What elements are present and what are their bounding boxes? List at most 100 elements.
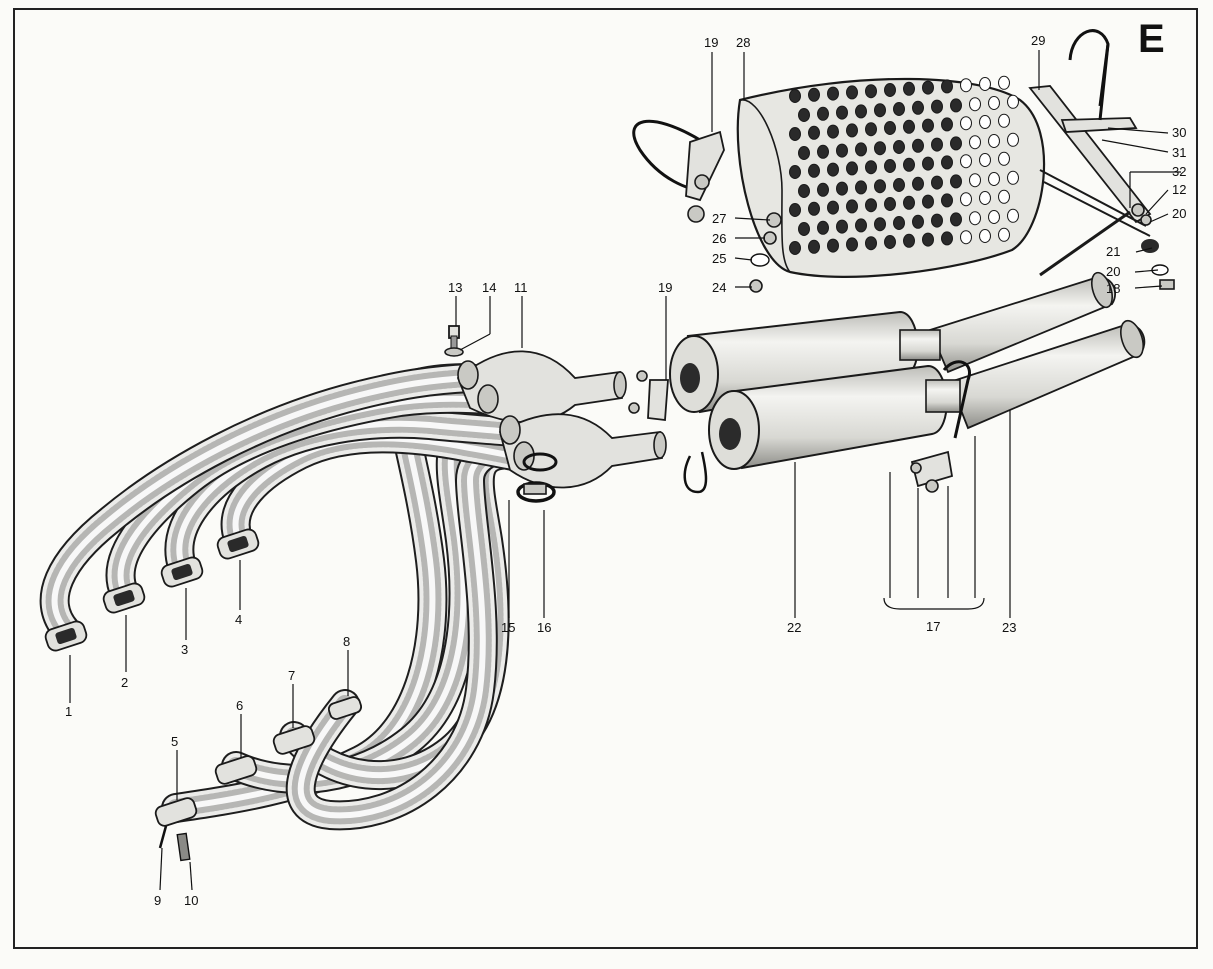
perforation-hole xyxy=(969,211,981,226)
callout-5: 5 xyxy=(171,734,178,749)
perforation-hole xyxy=(846,237,858,252)
perforation-hole xyxy=(998,113,1010,128)
perforation-hole xyxy=(941,193,953,208)
perforation-hole xyxy=(789,165,801,179)
perforation-hole xyxy=(836,219,848,234)
perforation-hole xyxy=(979,229,991,243)
perforation-hole xyxy=(789,241,801,255)
perforation-hole xyxy=(884,235,896,249)
perforation-hole xyxy=(988,172,1000,186)
perforation-hole xyxy=(1007,208,1019,223)
perforation-hole xyxy=(1007,170,1019,185)
perforation-hole xyxy=(798,184,810,198)
perforation-hole xyxy=(846,161,858,176)
perforation-hole xyxy=(808,201,820,216)
perforation-hole xyxy=(827,200,839,215)
perforation-hole xyxy=(855,180,867,195)
exhaust-manifold-pipes xyxy=(39,363,541,831)
perforation-hole xyxy=(922,194,934,209)
callout-10: 10 xyxy=(184,893,198,908)
header-tube xyxy=(297,443,513,819)
perforation-hole xyxy=(922,80,934,95)
perforation-hole xyxy=(903,119,915,134)
callout-31: 31 xyxy=(1172,145,1186,160)
perforation-hole xyxy=(893,140,905,154)
perforation-hole xyxy=(846,85,858,100)
perforation-hole xyxy=(865,160,877,175)
perforation-hole xyxy=(874,179,886,194)
perforation-hole xyxy=(941,155,953,170)
perforation-hole xyxy=(922,156,934,171)
perforation-hole xyxy=(827,238,839,253)
perforation-hole xyxy=(969,135,981,150)
perforation-hole xyxy=(950,174,962,189)
perforation-hole xyxy=(941,231,953,246)
perforation-hole xyxy=(931,137,943,152)
callout-28: 28 xyxy=(736,35,750,50)
callout-11: 11 xyxy=(514,280,528,295)
perforation-hole xyxy=(979,77,991,91)
callout-7: 7 xyxy=(288,668,295,683)
perforation-hole xyxy=(789,89,801,103)
perforation-hole xyxy=(855,218,867,233)
perforation-hole xyxy=(817,182,829,197)
perforation-hole xyxy=(979,191,991,205)
perforation-hole xyxy=(969,173,981,188)
perforation-hole xyxy=(931,175,943,190)
callout-27: 27 xyxy=(712,211,726,226)
perforation-hole xyxy=(817,144,829,159)
callout-19-lower: 19 xyxy=(658,280,672,295)
perforation-hole xyxy=(931,213,943,228)
perforation-hole xyxy=(960,78,972,93)
heat-shield-assembly xyxy=(632,29,1175,293)
perforation-hole xyxy=(884,121,896,135)
perforation-hole xyxy=(846,123,858,138)
perforation-hole xyxy=(789,127,801,141)
callout-4: 4 xyxy=(235,612,242,627)
perforation-hole xyxy=(960,192,972,207)
perforation-hole xyxy=(912,214,924,229)
perforation-hole xyxy=(1007,132,1019,147)
perforation-hole xyxy=(960,230,972,245)
perforation-hole xyxy=(855,142,867,157)
perforation-hole xyxy=(950,98,962,113)
perforation-hole xyxy=(884,159,896,173)
perforation-hole xyxy=(865,236,877,251)
perforation-hole xyxy=(979,153,991,167)
callout-24: 24 xyxy=(712,280,726,295)
perforation-hole xyxy=(798,222,810,236)
callout-13: 13 xyxy=(448,280,462,295)
perforation-hole xyxy=(893,178,905,192)
perforation-hole xyxy=(846,199,858,214)
callout-30: 30 xyxy=(1172,125,1186,140)
callout-14: 14 xyxy=(482,280,496,295)
heat-shield-perforations xyxy=(789,75,1019,255)
collector-assemblies xyxy=(444,325,667,503)
perforation-hole xyxy=(836,143,848,158)
callout-12: 12 xyxy=(1172,182,1186,197)
perforation-hole xyxy=(903,195,915,210)
callout-8: 8 xyxy=(343,634,350,649)
perforation-hole xyxy=(865,84,877,99)
perforation-hole xyxy=(988,134,1000,148)
perforation-hole xyxy=(798,108,810,122)
perforation-hole xyxy=(988,210,1000,224)
manifold-flanges xyxy=(44,528,363,862)
perforation-hole xyxy=(950,212,962,227)
perforation-hole xyxy=(903,157,915,172)
callout-2: 2 xyxy=(121,675,128,690)
perforation-hole xyxy=(988,96,1000,110)
perforation-hole xyxy=(817,220,829,235)
callout-labels: 1 2 3 4 5 6 7 8 9 10 11 12 13 14 15 16 1… xyxy=(65,33,1186,908)
perforation-hole xyxy=(798,146,810,160)
perforation-hole xyxy=(808,87,820,102)
callout-20-upper: 20 xyxy=(1172,206,1186,221)
page-frame xyxy=(13,8,1198,949)
callout-15: 15 xyxy=(501,620,515,635)
perforation-hole xyxy=(1007,94,1019,109)
perforation-hole xyxy=(922,232,934,247)
callout-29: 29 xyxy=(1031,33,1045,48)
perforation-hole xyxy=(950,136,962,151)
